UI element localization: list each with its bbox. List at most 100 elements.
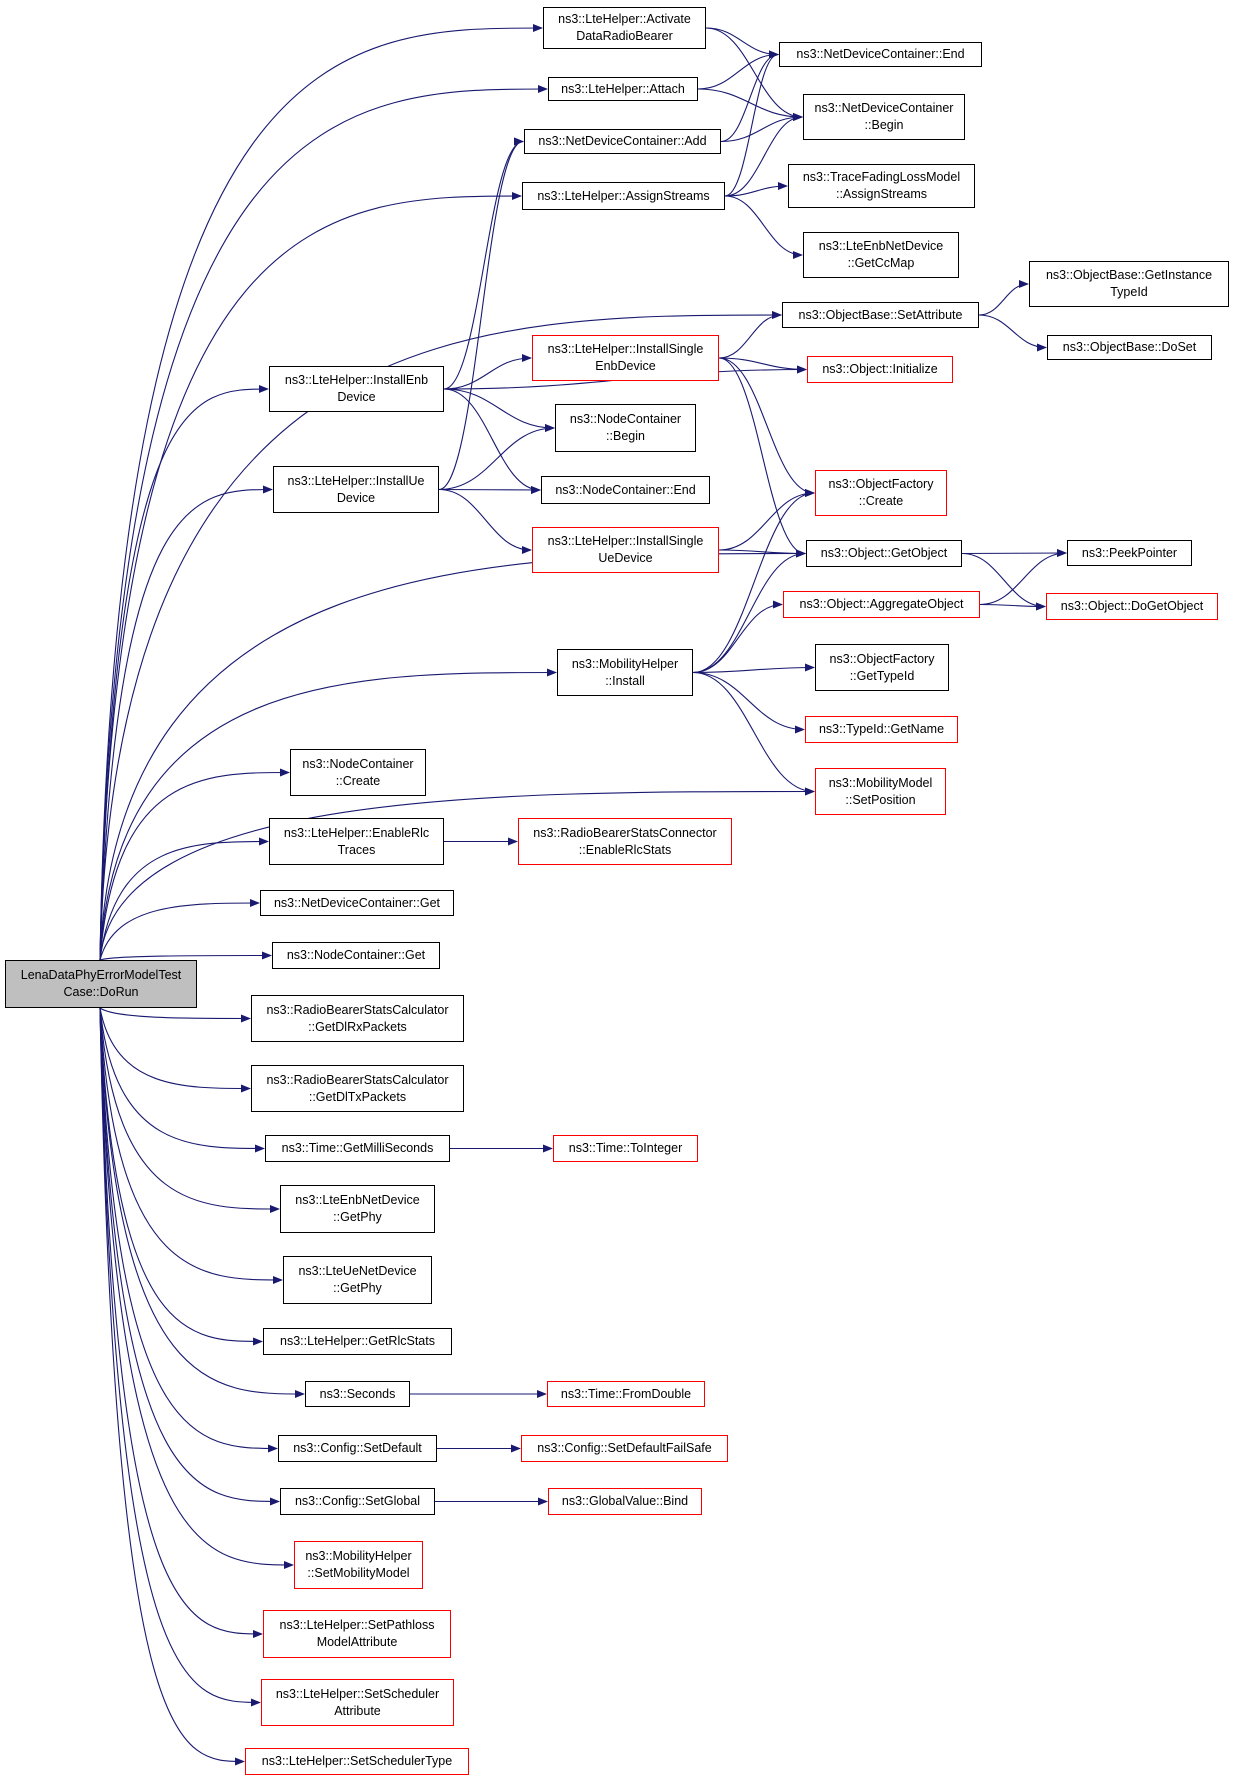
node-netdevicecontainer-begin[interactable]: ns3::NetDeviceContainer ::Begin [803,94,965,140]
node-netdevicecontainer-get[interactable]: ns3::NetDeviceContainer::Get [260,890,454,916]
edge-root-to-getRlcStats [99,1007,263,1346]
node-install-single-enb-device[interactable]: ns3::LteHelper::InstallSingle EnbDevice [532,335,719,381]
node-set-pathloss-model-attribute[interactable]: ns3::LteHelper::SetPathloss ModelAttribu… [263,1610,451,1658]
edge-aggregateObject-to-doGetObject [979,602,1046,611]
edge-assignStreams-to-getCcMap [724,195,803,259]
edge-root-to-ncCreate [99,768,290,961]
edge-root-to-ncGet [99,951,272,961]
edge-root-to-mobInstall [99,668,557,961]
node-nodecontainer-get[interactable]: ns3::NodeContainer::Get [272,942,440,969]
edge-root-to-setDefault [99,1007,278,1453]
edge-root-to-activate [99,24,543,961]
edge-installEnb-to-installSingleEnb [443,354,532,390]
edge-root-to-getMilli [99,1007,265,1153]
edge-aggregateObject-to-peekPointer [979,549,1067,606]
edge-setAttribute-to-getInstanceTypeId [978,280,1029,316]
edge-installEnb-to-ncBegin [443,388,555,432]
node-set-scheduler-attribute[interactable]: ns3::LteHelper::SetScheduler Attribute [261,1679,454,1726]
edge-mobInstall-to-aggregateObject [692,600,783,674]
node-aggregate-object[interactable]: ns3::Object::AggregateObject [783,591,980,618]
node-root-dorun: LenaDataPhyErrorModelTest Case::DoRun [5,960,197,1008]
node-globalvalue-bind[interactable]: ns3::GlobalValue::Bind [548,1488,702,1515]
edge-activate-to-ndcBegin [705,27,803,121]
edge-root-to-enableRlc [99,837,269,961]
edge-mobInstall-to-typeIdGetName [692,671,805,734]
node-tracefading-assign-streams[interactable]: ns3::TraceFadingLossModel ::AssignStream… [788,164,975,208]
edge-installUe-to-ncBegin [438,424,555,491]
edge-installUe-to-installSingleUe [438,488,532,554]
node-time-get-milliseconds[interactable]: ns3::Time::GetMilliSeconds [265,1135,450,1162]
node-set-mobility-model[interactable]: ns3::MobilityHelper ::SetMobilityModel [294,1541,423,1589]
edge-installSingleEnb-to-setAttribute [718,311,782,359]
node-nodecontainer-begin[interactable]: ns3::NodeContainer ::Begin [555,404,696,452]
edge-root-to-getDlTx [99,1007,251,1093]
node-get-dl-tx-packets[interactable]: ns3::RadioBearerStatsCalculator ::GetDlT… [251,1065,464,1112]
edge-ndcAdd-to-ndcEnd [720,50,779,143]
edge-root-to-setSchedAttr [99,1007,261,1707]
edge-root-to-setMobilityModel [99,1007,294,1569]
edge-mobInstall-to-setPosition [692,671,815,796]
node-install-single-ue-device[interactable]: ns3::LteHelper::InstallSingle UeDevice [532,527,719,573]
edge-root-to-enbGetPhy [99,1007,280,1213]
node-enable-rlc-stats[interactable]: ns3::RadioBearerStatsConnector ::EnableR… [518,818,732,865]
node-get-instance-typeid[interactable]: ns3::ObjectBase::GetInstance TypeId [1029,261,1229,307]
node-object-getobject[interactable]: ns3::Object::GetObject [806,540,962,567]
node-objectbase-doset[interactable]: ns3::ObjectBase::DoSet [1047,335,1212,360]
node-seconds[interactable]: ns3::Seconds [305,1381,410,1407]
node-object-initialize[interactable]: ns3::Object::Initialize [807,356,953,383]
edge-assignStreams-to-traceFading [724,182,788,197]
node-install-enb-device[interactable]: ns3::LteHelper::InstallEnb Device [269,366,444,412]
node-get-rlc-stats[interactable]: ns3::LteHelper::GetRlcStats [263,1328,452,1355]
node-set-scheduler-type[interactable]: ns3::LteHelper::SetSchedulerType [245,1748,469,1775]
node-objectfactory-create[interactable]: ns3::ObjectFactory ::Create [815,470,947,516]
edge-installEnb-to-ncEnd [443,388,541,494]
node-objectbase-set-attribute[interactable]: ns3::ObjectBase::SetAttribute [782,302,979,328]
node-get-cc-map[interactable]: ns3::LteEnbNetDevice ::GetCcMap [803,232,959,278]
edge-getObject-to-doGetObject [961,552,1046,611]
edge-root-to-setSchedType [99,1007,245,1766]
edge-mobInstall-to-objFactoryCreate [692,489,815,674]
node-netdevicecontainer-add[interactable]: ns3::NetDeviceContainer::Add [524,129,721,154]
node-ltehelper-assign-streams[interactable]: ns3::LteHelper::AssignStreams [522,182,725,210]
node-ue-get-phy[interactable]: ns3::LteUeNetDevice ::GetPhy [283,1256,432,1304]
edge-root-to-assignStreams [99,192,522,961]
edge-installEnb-to-ndcAdd [443,137,524,390]
node-enable-rlc-traces[interactable]: ns3::LteHelper::EnableRlc Traces [269,818,444,865]
edge-installUe-to-ndcAdd [438,137,524,491]
node-get-dl-rx-packets[interactable]: ns3::RadioBearerStatsCalculator ::GetDlR… [251,995,464,1042]
node-install-ue-device[interactable]: ns3::LteHelper::InstallUe Device [273,466,439,513]
edge-attach-to-ndcEnd [697,50,779,90]
node-do-get-object[interactable]: ns3::Object::DoGetObject [1046,593,1218,620]
node-nodecontainer-end[interactable]: ns3::NodeContainer::End [541,476,710,504]
node-peek-pointer[interactable]: ns3::PeekPointer [1067,540,1192,566]
node-mobilitymodel-setposition[interactable]: ns3::MobilityModel ::SetPosition [815,768,946,815]
node-attach[interactable]: ns3::LteHelper::Attach [548,77,698,101]
edge-assignStreams-to-ndcBegin [724,113,803,197]
node-time-tointeger[interactable]: ns3::Time::ToInteger [553,1135,698,1162]
edge-root-to-attach [99,85,548,961]
edge-ndcAdd-to-ndcBegin [720,113,803,143]
node-enb-get-phy[interactable]: ns3::LteEnbNetDevice ::GetPhy [280,1185,435,1233]
edge-installSingleEnb-to-objFactoryCreate [718,357,815,497]
node-netdevicecontainer-end[interactable]: ns3::NetDeviceContainer::End [779,42,982,67]
edges-layer [99,24,1067,1766]
edge-root-to-installEnb [99,385,269,961]
node-typeid-getname[interactable]: ns3::TypeId::GetName [805,716,958,743]
node-mobilityhelper-install[interactable]: ns3::MobilityHelper ::Install [557,649,693,696]
edge-assignStreams-to-ndcEnd [724,50,779,197]
node-config-setdefault-failsafe[interactable]: ns3::Config::SetDefaultFailSafe [521,1435,728,1462]
node-objectfactory-gettypeid[interactable]: ns3::ObjectFactory ::GetTypeId [815,644,949,691]
node-nodecontainer-create[interactable]: ns3::NodeContainer ::Create [290,749,426,796]
node-config-setglobal[interactable]: ns3::Config::SetGlobal [280,1488,435,1515]
edge-root-to-seconds [99,1007,305,1398]
edge-mobInstall-to-objFactoryGetTypeId [692,663,815,674]
edge-installSingleEnb-to-objInitialize [718,357,807,374]
edge-installSingleUe-to-objFactoryCreate [718,489,815,551]
edge-activate-to-ndcEnd [705,27,779,59]
edge-root-to-setPathloss [99,1007,263,1638]
edge-root-to-setPosition [99,787,815,961]
node-config-setdefault[interactable]: ns3::Config::SetDefault [278,1435,437,1462]
edge-root-to-setGlobal [99,1007,280,1506]
node-time-fromdouble[interactable]: ns3::Time::FromDouble [547,1381,705,1407]
node-activate-data-radio-bearer[interactable]: ns3::LteHelper::Activate DataRadioBearer [543,7,706,49]
